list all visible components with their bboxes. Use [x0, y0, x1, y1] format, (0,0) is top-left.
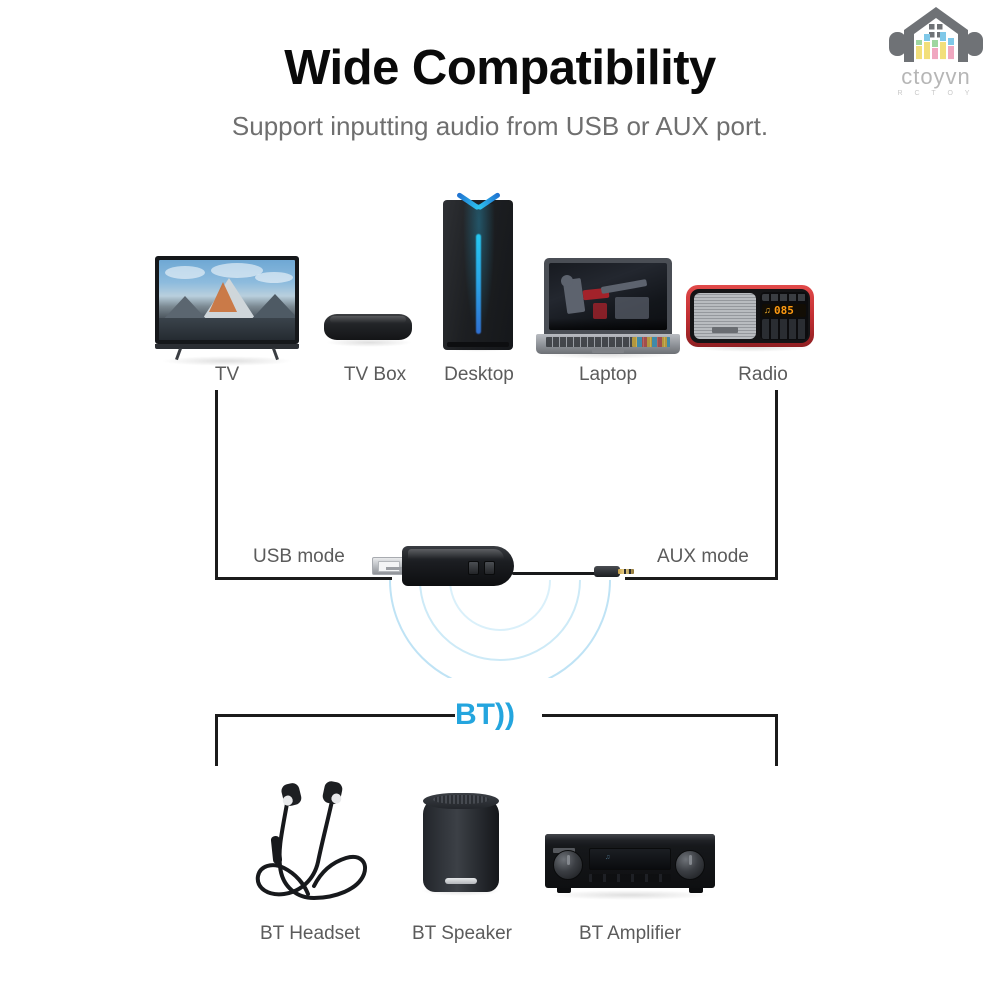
usb-mode-label: USB mode	[253, 546, 345, 567]
device-label-laptop: Laptop	[578, 364, 638, 385]
page-title: Wide Compatibility	[284, 41, 716, 95]
bluetooth-speaker-icon	[419, 790, 503, 894]
device-radio: ♫ 085	[686, 285, 816, 352]
aux-jack-tip-icon	[618, 569, 634, 574]
desktop-tower-icon	[443, 191, 513, 350]
bracket-top-left-leg	[215, 390, 218, 580]
bracket-top-bar-right	[625, 577, 778, 580]
av-receiver-icon: ♫	[545, 830, 715, 896]
usb-a-connector-icon	[372, 557, 406, 575]
device-label-bt-amplifier: BT Amplifier	[578, 923, 682, 944]
device-label-radio: Radio	[738, 364, 788, 385]
bracket-bottom-bar-left	[215, 714, 455, 717]
page-subtitle: Support inputting audio from USB or AUX …	[231, 111, 769, 141]
radio-display-value: 085	[774, 304, 794, 317]
device-label-bt-headset: BT Headset	[260, 923, 360, 944]
device-label-tv-box: TV Box	[343, 364, 407, 385]
neckband-earphones-icon	[242, 770, 382, 910]
laptop-icon	[544, 258, 672, 334]
device-laptop	[536, 258, 680, 359]
bracket-bottom-right-leg	[775, 714, 778, 766]
device-bt-speaker	[419, 790, 503, 900]
usb-bluetooth-adapter	[372, 541, 634, 587]
adapter-body	[402, 546, 514, 586]
aux-jack-barrel	[594, 566, 620, 577]
tv-box-icon	[324, 314, 412, 340]
bluetooth-signal-arcs-icon: ))	[495, 698, 515, 731]
aux-mode-label: AUX mode	[657, 546, 749, 567]
device-label-tv: TV	[214, 364, 240, 385]
device-desktop	[443, 191, 515, 352]
adapter-button-2[interactable]	[484, 561, 495, 575]
radio-icon: ♫ 085	[686, 285, 814, 347]
bracket-bottom-bar-right	[542, 714, 778, 717]
device-label-bt-speaker: BT Speaker	[412, 923, 512, 944]
brand-logo: ctoyvn R C T O Y	[882, 4, 990, 108]
bluetooth-badge-label: BT	[455, 698, 495, 731]
device-tv-box	[324, 314, 414, 347]
bracket-top-bar-left	[215, 577, 392, 580]
bluetooth-wave-arcs	[350, 578, 650, 691]
bracket-top-right-leg	[775, 390, 778, 580]
device-tv	[155, 256, 299, 366]
adapter-button-1[interactable]	[468, 561, 479, 575]
tv-icon	[155, 256, 299, 344]
brand-name: ctoyvn	[901, 64, 971, 89]
brand-subtext: R C T O Y	[897, 90, 975, 97]
house-headphones-equalizer-icon	[888, 4, 984, 66]
device-bt-amplifier: ♫	[545, 830, 715, 900]
device-label-desktop: Desktop	[444, 364, 514, 385]
device-bt-headset	[242, 770, 382, 910]
adapter-cable	[512, 572, 598, 575]
bluetooth-badge: BT))	[455, 698, 515, 732]
bracket-bottom-left-leg	[215, 714, 218, 766]
